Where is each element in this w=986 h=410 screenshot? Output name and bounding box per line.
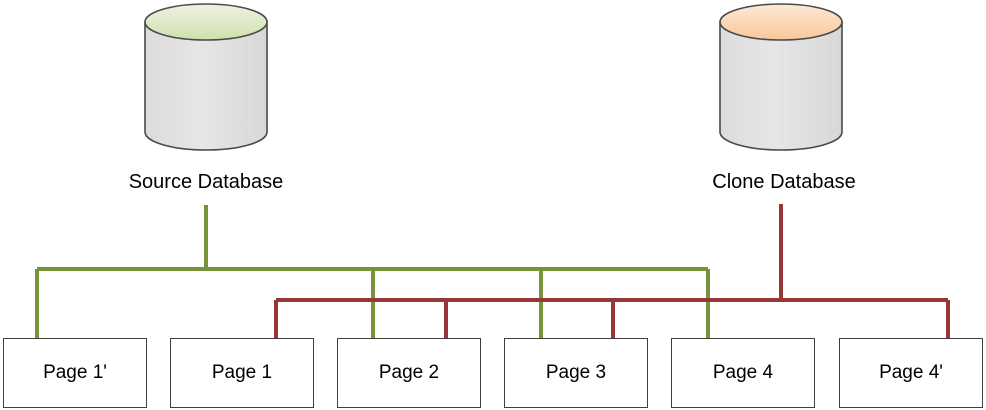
source-connector-tree xyxy=(35,205,710,339)
clone-database-label: Clone Database xyxy=(712,171,856,193)
source-database-label: Source Database xyxy=(128,171,284,193)
clone-connector-tree xyxy=(274,204,950,339)
page-box-label: Page 2 xyxy=(378,362,440,383)
page-box-label: Page 4 xyxy=(712,362,774,383)
clone-database-cylinder-icon xyxy=(719,3,843,151)
page-box-page-4-prime[interactable]: Page 4' xyxy=(839,338,983,408)
page-box-page-1[interactable]: Page 1 xyxy=(170,338,314,408)
page-box-label: Page 3 xyxy=(545,362,607,383)
source-database-cylinder-icon xyxy=(144,3,268,151)
page-box-page-1-prime[interactable]: Page 1' xyxy=(3,338,147,408)
page-box-label: Page 1' xyxy=(43,362,107,383)
page-box-page-3[interactable]: Page 3 xyxy=(504,338,648,408)
page-box-label: Page 4' xyxy=(879,362,943,383)
page-box-label: Page 1 xyxy=(211,362,273,383)
page-box-page-4[interactable]: Page 4 xyxy=(671,338,815,408)
page-box-page-2[interactable]: Page 2 xyxy=(337,338,481,408)
